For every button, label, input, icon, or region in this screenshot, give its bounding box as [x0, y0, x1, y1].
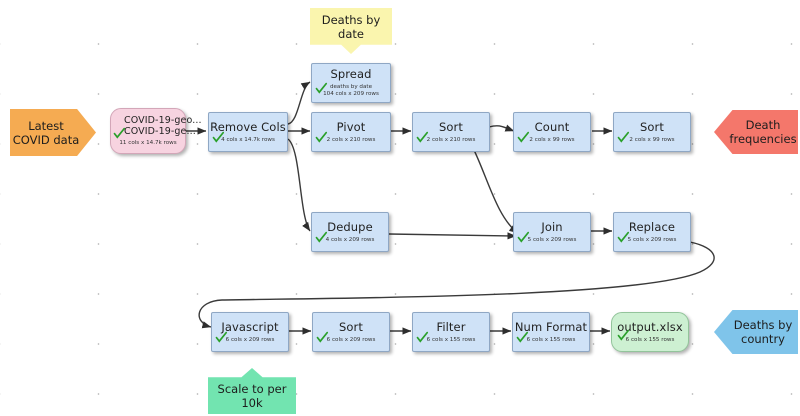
- node-source-title-2: COVID-19-ge...: [124, 126, 196, 137]
- node-sort-top-title: Sort: [439, 119, 463, 134]
- node-filter-title: Filter: [436, 319, 466, 334]
- banner-death-frequencies-label: Death frequencies: [729, 118, 797, 146]
- node-javascript[interactable]: Javascript 6 cols x 209 rows: [211, 312, 289, 352]
- node-count-sub: 2 cols x 99 rows: [529, 136, 575, 143]
- node-sort-top[interactable]: Sort 2 cols x 210 rows: [412, 112, 490, 152]
- node-output-xlsx-sub: 6 cols x 155 rows: [625, 336, 675, 343]
- check-icon: [212, 131, 225, 143]
- node-join-title: Join: [541, 219, 563, 234]
- check-icon: [617, 329, 630, 341]
- node-count-title: Count: [534, 119, 570, 134]
- banner-latest-covid-data-label: Latest COVID data: [12, 118, 80, 147]
- check-icon: [315, 231, 328, 243]
- node-sort-count-sub: 2 cols x 99 rows: [629, 136, 675, 143]
- node-sort-count[interactable]: Sort 2 cols x 99 rows: [613, 112, 691, 152]
- banner-deaths-by-country-label: Deaths by country: [733, 318, 793, 346]
- node-replace-sub: 5 cols x 209 rows: [627, 236, 677, 243]
- check-icon: [113, 127, 126, 139]
- annotation-scale-to-per-10k-label: Scale to per 10k: [217, 381, 287, 410]
- node-count[interactable]: Count 2 cols x 99 rows: [513, 112, 591, 152]
- annotation-deaths-by-date[interactable]: Deaths by date: [310, 8, 392, 54]
- annotation-scale-to-per-10k[interactable]: Scale to per 10k: [208, 368, 296, 414]
- edge-dedupe-to-join: [388, 232, 517, 240]
- node-filter-sub: 6 cols x 155 rows: [426, 336, 476, 343]
- node-output-xlsx[interactable]: output.xlsx 6 cols x 155 rows: [611, 312, 689, 352]
- node-source-title-1: COVID-19-geo...: [124, 115, 202, 126]
- node-remove-cols-sub: 4 cols x 14.7k rows: [221, 136, 275, 143]
- edge-sort-to-join: [472, 147, 519, 234]
- node-sort-bottom[interactable]: Sort 6 cols x 209 rows: [312, 312, 390, 352]
- node-dedupe[interactable]: Dedupe 4 cols x 209 rows: [311, 212, 389, 252]
- node-sort-count-title: Sort: [640, 119, 664, 134]
- node-javascript-sub: 6 cols x 209 rows: [225, 336, 275, 343]
- check-icon: [316, 331, 329, 343]
- node-num-format-title: Num Format: [514, 319, 588, 334]
- node-sort-bottom-sub: 6 cols x 209 rows: [326, 336, 376, 343]
- check-icon: [215, 331, 228, 343]
- check-icon: [416, 331, 429, 343]
- node-join[interactable]: Join 5 cols x 209 rows: [513, 212, 591, 252]
- node-replace[interactable]: Replace 5 cols x 209 rows: [613, 212, 691, 252]
- banner-latest-covid-data[interactable]: Latest COVID data: [10, 109, 96, 156]
- node-replace-title: Replace: [628, 219, 676, 234]
- edge-remove-cols-to-dedupe: [287, 138, 311, 232]
- check-icon: [517, 131, 530, 143]
- check-icon: [516, 331, 529, 343]
- node-spread[interactable]: Spread deaths by date 104 cols x 209 row…: [311, 63, 391, 103]
- node-remove-cols-title: Remove Cols: [210, 119, 286, 134]
- edge-remove-cols-to-spread: [287, 81, 311, 125]
- edge-sort-to-count: [488, 124, 515, 132]
- node-javascript-title: Javascript: [221, 319, 279, 334]
- check-icon: [416, 131, 429, 143]
- node-num-format-sub: 6 cols x 155 rows: [526, 336, 576, 343]
- banner-death-frequencies[interactable]: Death frequencies: [714, 110, 798, 154]
- banner-deaths-by-country[interactable]: Deaths by country: [714, 310, 798, 354]
- node-source-sub: 11 cols x 14.7k rows: [119, 140, 177, 146]
- node-remove-cols[interactable]: Remove Cols 4 cols x 14.7k rows: [208, 112, 288, 152]
- node-spread-sub: deaths by date 104 cols x 209 rows: [323, 84, 379, 97]
- check-icon: [315, 131, 328, 143]
- check-icon: [617, 231, 630, 243]
- node-dedupe-sub: 4 cols x 209 rows: [325, 236, 375, 243]
- node-pivot-title: Pivot: [336, 119, 366, 134]
- node-dedupe-title: Dedupe: [327, 219, 373, 234]
- node-sort-top-sub: 2 cols x 210 rows: [426, 136, 476, 143]
- node-pivot-sub: 2 cols x 210 rows: [326, 136, 376, 143]
- node-join-sub: 5 cols x 209 rows: [527, 236, 577, 243]
- node-pivot[interactable]: Pivot 2 cols x 210 rows: [311, 112, 391, 152]
- check-icon: [517, 231, 530, 243]
- node-spread-title: Spread: [330, 67, 372, 81]
- node-num-format[interactable]: Num Format 6 cols x 155 rows: [512, 312, 590, 352]
- node-output-xlsx-title: output.xlsx: [617, 319, 683, 334]
- node-filter[interactable]: Filter 6 cols x 155 rows: [412, 312, 490, 352]
- node-covid-19-geo-source[interactable]: COVID-19-geo... COVID-19-ge... 11 cols x…: [110, 108, 202, 154]
- check-icon: [617, 131, 630, 143]
- annotation-deaths-by-date-label: Deaths by date: [321, 12, 381, 41]
- node-sort-bottom-title: Sort: [339, 319, 363, 334]
- check-icon: [315, 82, 328, 94]
